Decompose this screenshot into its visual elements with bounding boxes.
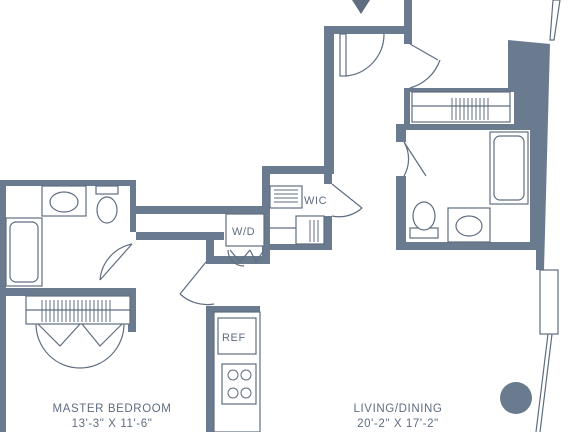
wall-bath-bottom-left <box>0 288 136 296</box>
master-sink <box>49 191 79 213</box>
master-toilet-bowl <box>96 196 118 224</box>
entry-door-arc <box>345 33 385 77</box>
wd-unit <box>225 213 265 247</box>
wic-shelf-top <box>269 185 303 209</box>
wall-wic-right-top <box>324 166 332 184</box>
wall-exterior-right <box>508 40 550 270</box>
wall-corridor-top <box>136 206 266 214</box>
right-bath-door <box>403 141 427 177</box>
wall-right-closet-bottom <box>404 124 534 130</box>
master-bedroom-name: MASTER BEDROOM <box>53 403 172 415</box>
wall-corridor-bottom-a <box>136 232 224 240</box>
ref-label: REF <box>222 332 246 344</box>
right-sink <box>455 215 483 237</box>
wall-wic-bottom <box>262 244 332 250</box>
living-dining-name: LIVING/DINING <box>354 403 443 415</box>
wall-left-outer <box>0 180 6 432</box>
master-bedroom-dimensions: 13'-3" X 11'-6" <box>72 418 153 430</box>
wall-entry-left <box>324 26 334 174</box>
wall-right-bath-bottom <box>396 242 536 250</box>
wall-corridor-bottom-b <box>206 240 214 262</box>
cooktop <box>221 363 257 405</box>
column <box>500 382 532 414</box>
wd-label: W/D <box>232 226 255 238</box>
right-toilet-bowl <box>412 201 436 231</box>
fixtures <box>5 0 561 432</box>
right-door-top <box>409 43 441 89</box>
wall-wic-left <box>262 166 270 264</box>
right-closet <box>411 91 511 123</box>
master-bath-door <box>99 243 133 281</box>
wall-wic-top <box>262 166 332 174</box>
wall-bath-top <box>0 180 136 186</box>
wall-entry-right <box>404 0 412 44</box>
master-closet-doors <box>37 323 123 347</box>
wall-right-bath-left-lower <box>396 176 406 248</box>
wall-kitchen-top <box>206 306 260 312</box>
window-right-mid <box>539 269 559 335</box>
labels: WIC W/D REF MASTER BEDROOM 13'-3" X 11'-… <box>53 195 443 430</box>
wall-right-bath-left <box>396 124 406 142</box>
living-dining-dimensions: 20'-2" X 17'-2" <box>357 418 439 430</box>
wd-door <box>229 249 265 264</box>
window-right-upper <box>549 0 561 41</box>
wall-bath-bottom-right <box>128 288 136 332</box>
refrigerator <box>217 317 257 355</box>
wall-entry-top <box>324 26 410 34</box>
right-tub-inner <box>493 135 525 201</box>
master-toilet-tank <box>95 185 119 195</box>
walls <box>0 0 550 432</box>
wall-corridor-step <box>206 256 262 264</box>
wall-bath-inner <box>0 210 6 290</box>
wic-label: WIC <box>304 195 327 207</box>
master-tub-inner <box>9 221 39 283</box>
wall-right-bath-top <box>404 88 410 128</box>
wall-bath-right <box>130 180 136 232</box>
wall-kitchen-left <box>206 306 214 432</box>
entry-arrow <box>352 0 370 14</box>
window-right-lower <box>535 333 553 432</box>
entry-door-leaf <box>339 33 347 77</box>
bedroom-door <box>179 261 215 306</box>
wall-right-closet-top <box>404 88 514 92</box>
wall-wic-right-bottom <box>324 216 332 248</box>
wic-door <box>331 183 363 218</box>
